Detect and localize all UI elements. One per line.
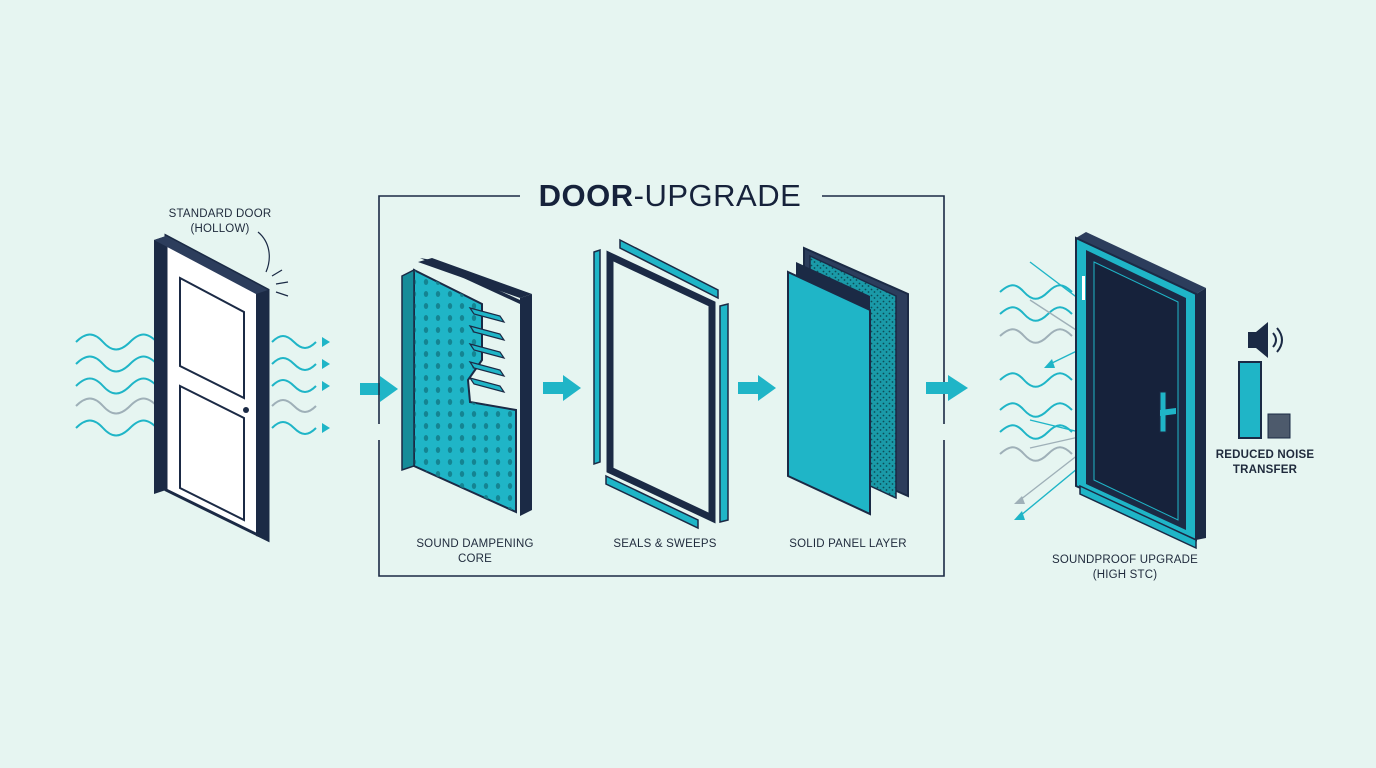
upgrade-label: SOUNDPROOF UPGRADE (HIGH STC) [1051,554,1199,581]
standard-door-label: STANDARD DOOR (HOLLOW) [168,208,272,235]
standard-door-group [75,231,330,543]
flow-arrow-icon [360,376,398,402]
speaker-icon [1248,322,1283,358]
hollow-door [154,233,270,543]
diagram-title: DOOR-UPGRADE [520,176,820,216]
noise-level-bars-icon [1238,361,1291,439]
seals-and-sweeps [593,238,729,530]
soundproof-door [1075,232,1206,550]
core-fins [468,307,506,393]
flow-arrow-icon [738,375,776,401]
soundproof-door-group [999,232,1206,550]
solid-panel-layer [787,246,909,516]
door-upgrade-bracket [378,195,945,577]
incoming-sound-waves [999,284,1073,462]
core-label: SOUND DAMPENING CORE [416,538,534,565]
seals-label: SEALS & SWEEPS [613,538,717,550]
flow-arrow-icon [926,375,968,401]
flow-arrow-icon [543,375,581,401]
sound-dampening-core [401,258,532,516]
reduced-noise-label: REDUCED NOISE TRANSFER [1215,449,1315,476]
leader-line [257,231,289,297]
outgoing-sound-waves [271,335,330,435]
panel-label: SOLID PANEL LAYER [789,538,907,550]
